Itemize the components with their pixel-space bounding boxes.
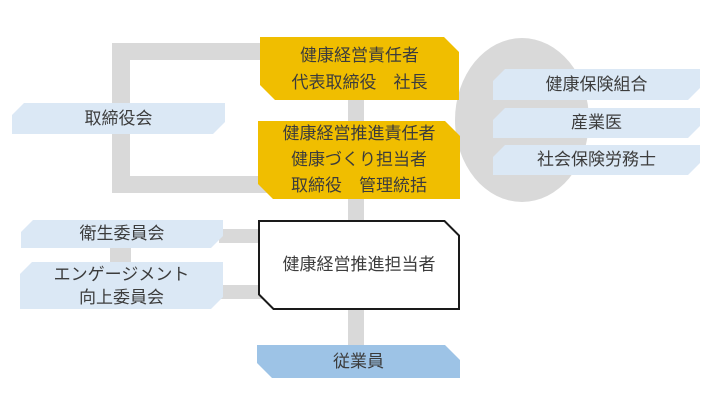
node-health-mgmt-promotion-staff: 健康経営推進担当者 [258,220,460,310]
promotion-staff-label: 健康経営推進担当者 [282,255,436,274]
engagement-committee-line1: エンゲージメント [53,264,190,284]
connector-hygiene-to-staff [219,229,267,243]
node-health-mgmt-promotion-officer: 健康経営推進責任者 健康づくり担当者 取締役 管理統括 [258,121,460,199]
chief-officer-line1: 健康経営責任者 [300,45,419,65]
connector-board-to-officer-top [112,43,262,60]
connector-board-to-promotion-officer [112,176,272,193]
board-label: 取締役会 [84,108,153,128]
node-board-of-directors: 取締役会 [12,103,225,134]
node-social-insurance-consultant: 社会保険労務士 [493,145,700,175]
social-insurance-consultant-label: 社会保険労務士 [537,150,656,169]
health-insurance-union-label: 健康保険組合 [545,74,648,94]
employees-label: 従業員 [333,351,384,371]
occupational-physician-label: 産業医 [571,113,622,132]
promotion-officer-line2: 健康づくり担当者 [291,150,427,169]
engagement-committee-line2: 向上委員会 [79,287,164,307]
node-hygiene-committee: 衛生委員会 [21,220,223,248]
node-occupational-physician: 産業医 [493,108,700,138]
node-health-insurance-union: 健康保険組合 [493,69,700,100]
staff-box-outline [258,220,460,310]
node-health-mgmt-chief-officer: 健康経営責任者 代表取締役 社長 [260,37,459,100]
promotion-officer-line1: 健康経営推進責任者 [282,124,436,143]
node-engagement-committee: エンゲージメント 向上委員会 [20,262,223,309]
node-employees: 従業員 [257,345,460,378]
connector-between-committees [110,246,131,266]
chief-officer-line2: 代表取締役 社長 [291,72,428,92]
hygiene-committee-label: 衛生委員会 [79,224,165,243]
connector-engagement-to-staff [219,285,267,299]
promotion-officer-line3: 取締役 管理統括 [291,176,427,195]
